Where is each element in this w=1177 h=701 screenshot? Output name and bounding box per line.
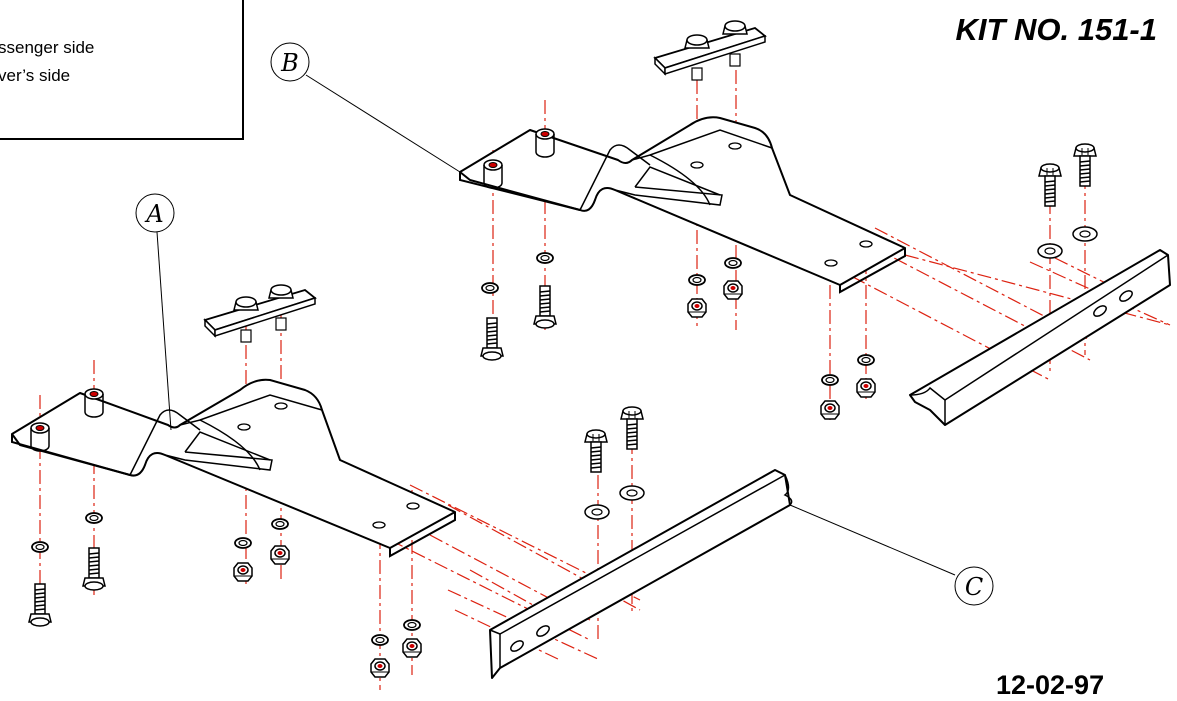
callout-a-letter: A [144, 200, 163, 228]
bracket-assembly-a: A [11, 193, 456, 678]
callout-c-letter: C [965, 573, 983, 601]
bracket-assembly-b: B [270, 20, 906, 420]
legend-line-driver: ver’s side [0, 66, 71, 85]
legend-box: ssenger side ver’s side [0, 0, 244, 140]
bar-c-body [489, 469, 791, 679]
kit-number-title: KIT NO. 151-1 [955, 12, 1157, 47]
bar-assembly-c: C [489, 406, 994, 679]
callout-b-letter: B [280, 49, 299, 77]
legend-line-passenger: ssenger side [0, 38, 95, 57]
bracket-a-body [11, 378, 456, 549]
bar-assembly-upper [909, 143, 1171, 426]
